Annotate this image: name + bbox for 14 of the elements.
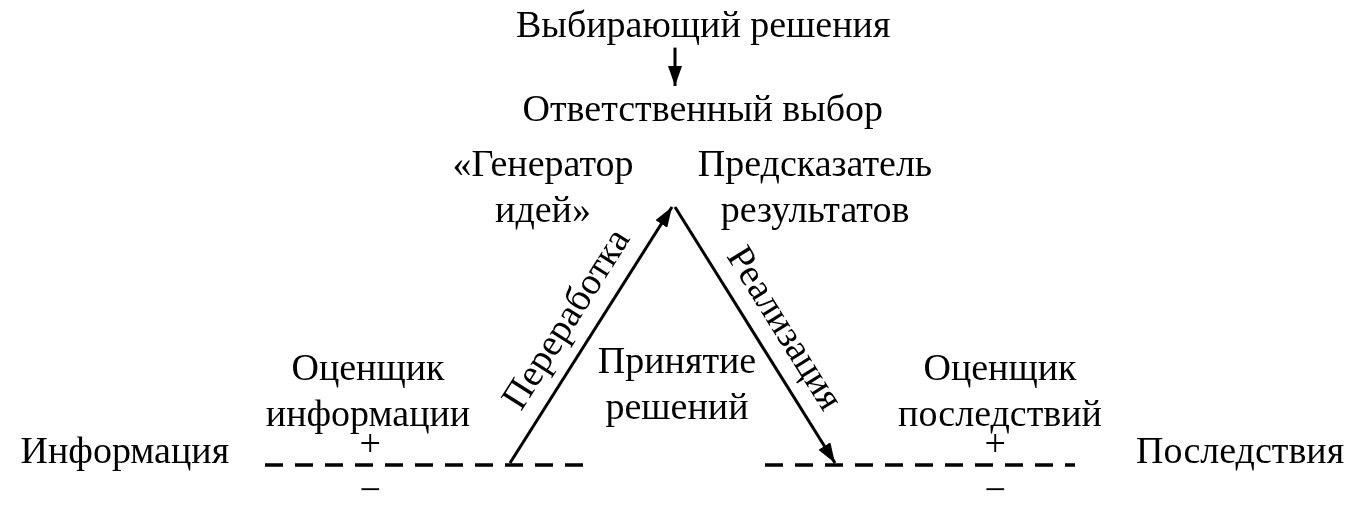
minus-sign: − <box>984 470 1006 508</box>
arrow <box>508 206 674 464</box>
role-label: Оценщик информации <box>264 345 472 434</box>
role-label: «Генератор идей» <box>451 141 635 232</box>
minus-sign: − <box>359 470 381 508</box>
dashed-line <box>765 463 1075 467</box>
dashed-line <box>265 463 585 467</box>
output-label: Последствия <box>1136 428 1345 473</box>
text-label: Выбирающий решения <box>516 2 891 48</box>
arrow <box>673 206 837 464</box>
role-label: Предсказатель результатов <box>696 141 934 232</box>
text-label: Ответственный выбор <box>522 86 884 132</box>
input-label: Информация <box>20 428 230 473</box>
arrow <box>668 47 682 86</box>
